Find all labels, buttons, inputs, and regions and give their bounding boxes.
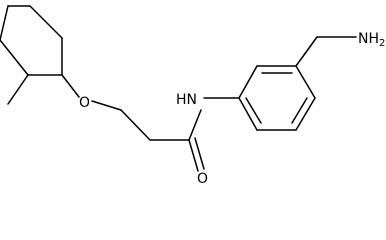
ring-bond [0,39,29,76]
ring-to-oxygen-bond [61,74,80,98]
oxygen-to-ch2-bond [91,100,122,111]
amine-nh-text: NH [358,31,379,47]
carbonyl-to-nitrogen-bond [188,109,202,141]
ring-bond [295,65,316,99]
aromatic-inner-bond [291,97,308,124]
aromatic-inner-bond [245,97,262,124]
ring-bond [0,5,9,41]
structure-diagram: O O HN NH2 [0,5,385,185]
amide-nitrogen-label: HN [176,92,197,108]
carbonyl-bond [188,139,199,172]
ether-oxygen-label: O [79,95,90,111]
ring-bond [238,65,258,99]
ring-bond [29,5,63,39]
ring-bond [295,97,316,131]
benzene-ring [238,65,316,131]
amine-subscript: 2 [379,38,385,49]
cyclohexane-ring [0,5,63,76]
amine-label: NH2 [358,31,385,49]
chain-bond [120,109,151,141]
methyl-bond [7,74,29,105]
carbonyl-bond [194,137,205,170]
carbonyl-oxygen-label: O [197,171,208,185]
ring-bond [238,97,258,131]
benzyl-bond [295,36,318,67]
